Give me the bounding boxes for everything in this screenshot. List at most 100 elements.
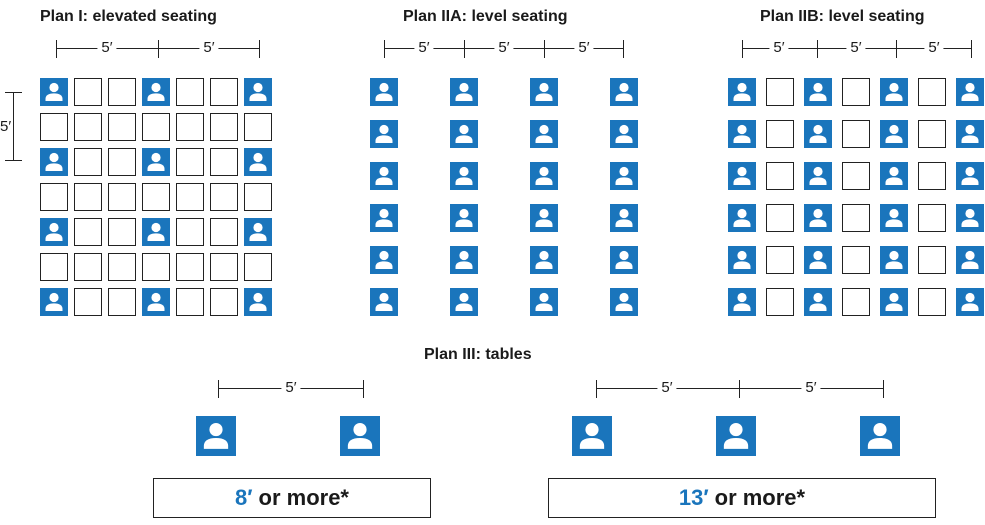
table-seat — [340, 416, 380, 456]
table-seat — [716, 416, 756, 456]
person-icon — [961, 124, 979, 143]
seat — [610, 204, 638, 232]
table-seat — [572, 416, 612, 456]
seat — [450, 162, 478, 190]
seat — [244, 288, 272, 316]
seat — [40, 148, 68, 176]
empty-space — [210, 148, 238, 176]
person-icon — [579, 423, 605, 449]
seat — [40, 218, 68, 246]
person-icon — [535, 166, 553, 185]
empty-space — [176, 78, 204, 106]
person-icon — [347, 423, 373, 449]
person-icon — [249, 292, 267, 311]
empty-space — [842, 78, 870, 106]
empty-space — [142, 113, 170, 141]
empty-space — [176, 253, 204, 281]
person-icon — [45, 222, 63, 241]
person-icon — [885, 208, 903, 227]
empty-space — [842, 288, 870, 316]
seat — [370, 120, 398, 148]
person-icon — [535, 124, 553, 143]
empty-space — [210, 253, 238, 281]
empty-space — [210, 218, 238, 246]
dimension-label: 5′ — [281, 378, 301, 398]
person-icon — [535, 250, 553, 269]
dimension-label: 5′ — [769, 38, 789, 58]
person-icon — [375, 208, 393, 227]
empty-space — [244, 183, 272, 211]
empty-space — [176, 218, 204, 246]
seat — [530, 78, 558, 106]
empty-space — [40, 253, 68, 281]
person-icon — [375, 124, 393, 143]
empty-space — [918, 162, 946, 190]
empty-space — [176, 183, 204, 211]
empty-space — [142, 253, 170, 281]
empty-space — [108, 288, 136, 316]
empty-space — [918, 204, 946, 232]
seat — [370, 162, 398, 190]
seat — [610, 246, 638, 274]
person-icon — [615, 208, 633, 227]
seat — [450, 120, 478, 148]
plan-3-right-dimension: 5′ 5′ — [596, 378, 884, 400]
distance-suffix: or more* — [714, 485, 806, 510]
empty-space — [40, 183, 68, 211]
person-icon — [733, 208, 751, 227]
seat — [804, 162, 832, 190]
person-icon — [375, 82, 393, 101]
seat — [728, 162, 756, 190]
person-icon — [615, 292, 633, 311]
empty-space — [108, 253, 136, 281]
empty-space — [210, 288, 238, 316]
seat — [530, 120, 558, 148]
empty-space — [210, 183, 238, 211]
seat — [142, 78, 170, 106]
person-icon — [455, 82, 473, 101]
empty-space — [74, 78, 102, 106]
dimension-label: 5′ — [574, 38, 594, 58]
empty-space — [842, 204, 870, 232]
seat — [40, 78, 68, 106]
person-icon — [147, 82, 165, 101]
seat — [244, 218, 272, 246]
person-icon — [723, 423, 749, 449]
seat — [728, 246, 756, 274]
seat — [804, 78, 832, 106]
empty-space — [766, 120, 794, 148]
person-icon — [535, 208, 553, 227]
plan-2a-title: Plan IIA: level seating — [403, 8, 568, 25]
person-icon — [961, 208, 979, 227]
empty-space — [766, 204, 794, 232]
seat — [956, 204, 984, 232]
person-icon — [809, 166, 827, 185]
seat — [142, 148, 170, 176]
seat — [244, 78, 272, 106]
empty-space — [108, 113, 136, 141]
seat — [956, 162, 984, 190]
seat — [956, 78, 984, 106]
empty-space — [108, 78, 136, 106]
person-icon — [147, 222, 165, 241]
empty-space — [176, 113, 204, 141]
dimension-label: 5′ — [801, 378, 821, 398]
seat — [530, 204, 558, 232]
empty-space — [74, 183, 102, 211]
plan-1-dimension: 5′ 5′ — [56, 38, 260, 60]
seat — [450, 204, 478, 232]
dimension-label: 5′ — [494, 38, 514, 58]
seat — [880, 288, 908, 316]
person-icon — [885, 166, 903, 185]
seat — [450, 288, 478, 316]
seat — [142, 218, 170, 246]
person-icon — [249, 152, 267, 171]
seat — [880, 162, 908, 190]
seat — [370, 288, 398, 316]
plan-3-right-distance-box: 13′ or more* — [548, 478, 936, 518]
plan-3-title: Plan III: tables — [424, 346, 532, 363]
empty-space — [40, 113, 68, 141]
person-icon — [147, 292, 165, 311]
empty-space — [766, 78, 794, 106]
empty-space — [766, 162, 794, 190]
